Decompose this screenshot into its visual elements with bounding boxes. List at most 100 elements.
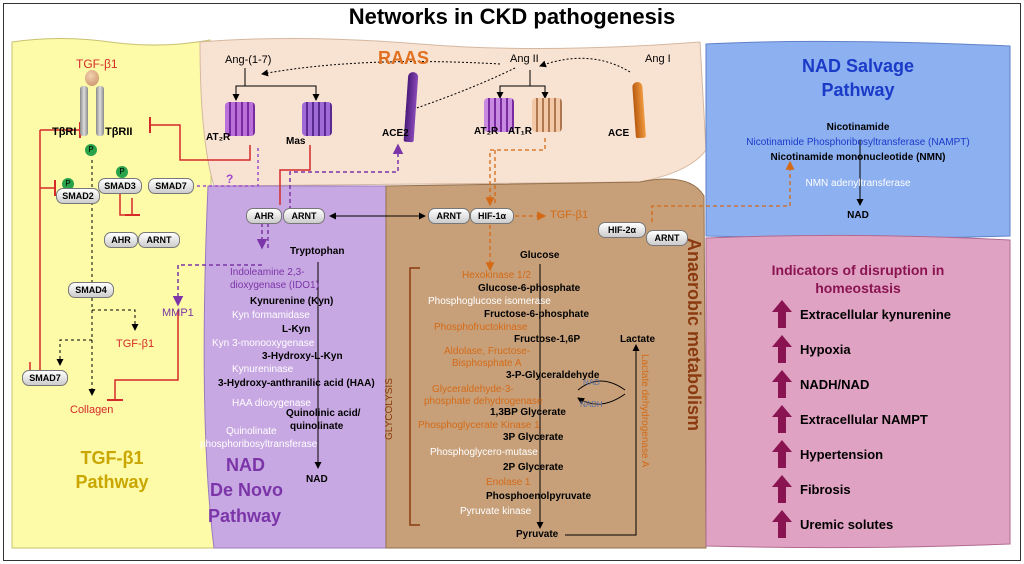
- nmn-label: Nicotinamide mononucleotide (NMN): [770, 152, 946, 163]
- g3p-label: 3-P-Glyceraldehyde: [506, 370, 600, 381]
- indicator-label: Fibrosis: [800, 482, 851, 497]
- phospho-badge: P: [62, 178, 74, 190]
- pfk-label: Phosphofructokinase: [434, 322, 528, 333]
- hif1a-node: HIF-1α: [470, 208, 514, 224]
- phospho-badge: P: [116, 166, 128, 178]
- tryptophan-label: Tryptophan: [290, 246, 345, 257]
- denovo-nad-label: NAD: [306, 474, 328, 485]
- smad3-node: SMAD3: [98, 178, 142, 194]
- bpg-label: 1,3BP Glycerate: [490, 407, 566, 418]
- receptor-icon: [80, 86, 88, 136]
- anaerobic-panel: [385, 178, 707, 549]
- pyruvate-label: Pyruvate: [516, 529, 559, 540]
- enolase-label: Enolase 1: [486, 477, 531, 488]
- tbrii-label: TβRII: [105, 126, 133, 138]
- anaerobic-tgfb1-label: TGF-β1: [550, 209, 589, 221]
- nad-cofactor-label: NAD: [583, 378, 600, 387]
- nadh-cofactor-label: NADH: [580, 400, 603, 409]
- nmnat-label: NMN adenyltransferase: [805, 178, 911, 189]
- kyn-label: Kynurenine (Kyn): [250, 296, 334, 307]
- tgf-ligand-icon: [85, 70, 99, 86]
- indicator-label: Uremic solutes: [800, 517, 894, 532]
- tgf-panel-title-1: TGF-β1: [80, 448, 144, 468]
- collagen-label: Collagen: [70, 404, 114, 416]
- aldolase-label-1: Aldolase, Fructose-: [444, 346, 531, 357]
- up-arrow-icon: [772, 300, 792, 328]
- indicator-label: Hypertension: [800, 447, 884, 462]
- pep-label: Phosphoenolpyruvate: [486, 491, 592, 502]
- at1r-receptor-icon: [532, 98, 562, 132]
- arnt-node-tgf: ARNT: [138, 232, 180, 248]
- up-arrow-icon: [772, 370, 792, 398]
- raas-title: RAAS: [378, 48, 430, 68]
- at2r-receptor-icon-right: [484, 98, 514, 132]
- denovo-panel: [203, 185, 387, 549]
- pg2-label: 2P Glycerate: [503, 462, 564, 473]
- ace-label: ACE: [608, 128, 630, 139]
- figure-frame: [3, 3, 1021, 561]
- arnt-node: ARNT: [283, 208, 325, 224]
- question-mark: ?: [226, 172, 234, 186]
- indicator-label: Extracellular NAMPT: [800, 412, 928, 427]
- raas-panel: [199, 37, 707, 187]
- hif2a-node: HIF-2α: [598, 222, 646, 238]
- denovo-title-2: De Novo: [210, 480, 284, 500]
- tgf-panel-title-2: Pathway: [75, 472, 149, 492]
- pg3-label: 3P Glycerate: [503, 432, 564, 443]
- up-arrow-icon: [772, 335, 792, 363]
- ace2-label: ACE2: [382, 128, 409, 139]
- salvage-title-1: NAD Salvage: [801, 56, 915, 76]
- at2r-left-label: AT₂R: [206, 132, 231, 143]
- pgm-label: Phosphoglycero-mutase: [430, 447, 538, 458]
- indicators-title-2: homeostasis: [815, 280, 901, 296]
- up-arrow-icon: [772, 405, 792, 433]
- gapdh-label-2: phosphate dehydrogenase: [424, 396, 543, 407]
- tbri-label: TβRI: [52, 126, 77, 138]
- lkyn-label: L-Kyn: [282, 324, 311, 335]
- up-arrow-icon: [772, 475, 792, 503]
- gapdh-label-1: Glyceraldehyde-3-: [432, 384, 514, 395]
- indicator-label: Extracellular kynurenine: [800, 307, 952, 322]
- f16p-label: Fructose-1,6P: [514, 334, 581, 345]
- pgk-label: Phosphoglycerate Kinase 1: [418, 420, 540, 431]
- indicator-label: Hypoxia: [800, 342, 851, 357]
- ido1-label-1: Indoleamine 2,3-: [230, 267, 305, 278]
- hydroxy-lkyn-label: 3-Hydroxy-L-Kyn: [262, 351, 343, 362]
- mas-label: Mas: [286, 136, 306, 147]
- glycolysis-label: GLYCOLYSIS: [384, 378, 395, 440]
- ido1-label-2: dioxygenase (IDO1): [230, 280, 319, 291]
- ahr-node-tgf: AHR: [104, 232, 138, 248]
- f6p-label: Fructose-6-phosphate: [484, 309, 590, 320]
- ang2-label: Ang II: [510, 53, 539, 65]
- ang1-label: Ang I: [645, 53, 671, 65]
- ldha-label: Lactate dehydrogenase A: [639, 354, 650, 468]
- receptor-icon: [96, 86, 104, 136]
- kyn3mono-label: Kyn 3-monooxygenase: [212, 338, 315, 349]
- up-arrow-icon: [772, 440, 792, 468]
- pk-label: Pyruvate kinase: [460, 506, 532, 517]
- at1r-label: AT₁R: [508, 126, 532, 137]
- denovo-title-1: NAD: [226, 455, 265, 475]
- smad7-node-top: SMAD7: [148, 178, 194, 194]
- indicator-label: NADH/NAD: [800, 377, 870, 392]
- glucose-label: Glucose: [520, 250, 560, 261]
- at2r-right-label: AT₂R: [474, 126, 499, 137]
- quinolinic-label-2: quinolinate: [290, 421, 344, 432]
- kyn-formamidase-label: Kyn formamidase: [232, 310, 310, 321]
- figure-title: Networks in CKD pathogenesis: [348, 4, 676, 29]
- haa-label: 3-Hydroxy-anthranilic acid (HAA): [218, 378, 375, 389]
- hexokinase-label: Hexokinase 1/2: [462, 270, 531, 281]
- indicators-title-1: Indicators of disruption in: [771, 262, 945, 278]
- salvage-nad-label: NAD: [847, 210, 869, 221]
- salvage-title-2: Pathway: [821, 80, 895, 100]
- up-arrow-icon: [772, 510, 792, 538]
- phospho-badge: P: [85, 144, 97, 156]
- pgi-label: Phosphoglucose isomerase: [428, 296, 551, 307]
- arnt-node-anaerobic: ARNT: [428, 208, 470, 224]
- g6p-label: Glucose-6-phosphate: [478, 283, 581, 294]
- tgf-ligand-label: TGF-β1: [76, 57, 118, 71]
- tgfb1-mid-label: TGF-β1: [116, 338, 155, 350]
- smad4-node: SMAD4: [68, 282, 114, 298]
- denovo-title-3: Pathway: [208, 506, 282, 526]
- haa-dioxygenase-label: HAA dioxygenase: [232, 398, 311, 409]
